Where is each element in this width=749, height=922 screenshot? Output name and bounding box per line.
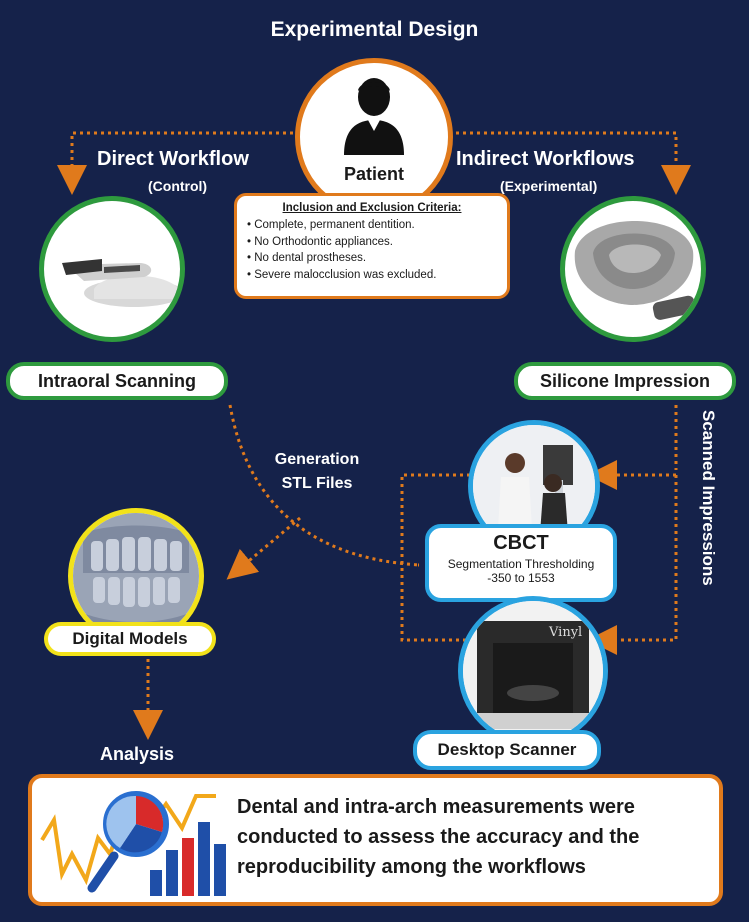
generation-stl-label: Generation STL Files: [252, 448, 382, 496]
analysis-summary-text: Dental and intra-arch measurements were …: [237, 796, 640, 878]
impression-tray-icon: [574, 221, 696, 320]
cbct-node: CBCT Segmentation Thresholding -350 to 1…: [425, 524, 617, 602]
cbct-threshold-range: -350 to 1553: [487, 571, 555, 585]
arrow-cbct-bracket: [400, 473, 470, 642]
patient-circle: Patient: [295, 58, 453, 216]
silicone-impression-node: Silicone Impression: [514, 362, 736, 400]
generation-line-2: STL Files: [281, 475, 353, 492]
person-icon: [344, 78, 404, 155]
desktop-scanner-icon: [463, 601, 603, 741]
analysis-chart-icon: [40, 791, 226, 896]
criteria-box: Inclusion and Exclusion Criteria: • Comp…: [234, 193, 510, 299]
digital-models-node: Digital Models: [44, 622, 216, 656]
analysis-label: Analysis: [100, 744, 175, 764]
vinyl-logo: Vinyl: [549, 625, 583, 640]
cbct-threshold-label: Segmentation Thresholding: [447, 557, 595, 571]
desktop-scanner-image: Vinyl: [458, 596, 608, 746]
indirect-workflow-title: Indirect Workflows: [456, 148, 635, 170]
intraoral-scanner-icon: [62, 259, 180, 307]
indirect-workflow-subtitle: (Experimental): [500, 178, 598, 194]
analysis-box: Dental and intra-arch measurements were …: [28, 774, 723, 906]
criteria-item: • No dental prostheses.: [247, 252, 367, 264]
criteria-item: • Severe malocclusion was excluded.: [247, 268, 437, 281]
criteria-item: • No Orthodontic appliances.: [247, 235, 393, 248]
direct-workflow-subtitle: (Control): [148, 178, 208, 194]
scanned-impressions-label: Scanned Impressions: [699, 410, 718, 586]
intraoral-scanner-image: [39, 196, 185, 342]
generation-line-1: Generation: [274, 451, 360, 468]
page-title: Experimental Design: [270, 18, 479, 41]
intraoral-scanning-node: Intraoral Scanning: [6, 362, 228, 400]
arrow-generation-to-digital: [226, 516, 301, 580]
cbct-title: CBCT: [493, 532, 549, 554]
arrow-patient-to-direct: [57, 131, 300, 195]
criteria-item: • Complete, permanent dentition.: [247, 219, 415, 231]
arrow-patient-to-indirect: [449, 131, 691, 195]
direct-workflow-title: Direct Workflow: [97, 148, 249, 170]
silicone-impression-image: [560, 196, 706, 342]
arrow-intraoral-to-digital: [228, 404, 421, 567]
desktop-scanner-node: Desktop Scanner: [413, 730, 601, 770]
criteria-heading: Inclusion and Exclusion Criteria:: [282, 202, 462, 214]
patient-label: Patient: [343, 164, 404, 184]
dental-model-icon: [73, 513, 199, 639]
